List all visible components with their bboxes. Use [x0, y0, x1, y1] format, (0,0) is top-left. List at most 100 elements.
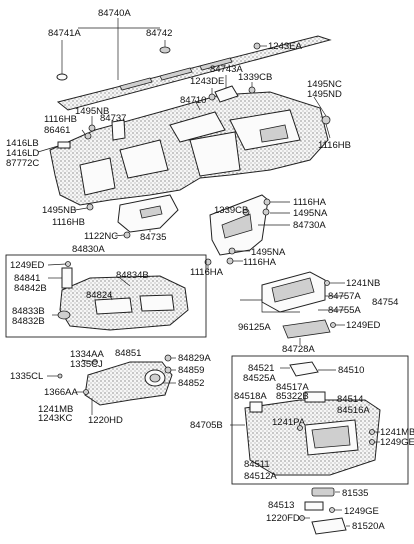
label-84833B: 84833B [12, 306, 45, 317]
label-84521: 84521 [248, 363, 274, 374]
screw-1243EA [253, 42, 261, 50]
screw-1220FD [299, 515, 305, 521]
bracket-84730A [209, 194, 269, 256]
screw-84829A [164, 354, 172, 362]
screw-1249ED-a [65, 261, 71, 267]
label-1241MB-right: 1241MB [380, 427, 414, 438]
label-84517A: 84517A [276, 382, 309, 393]
bolt-1495NB-mid [86, 203, 94, 211]
screw-1495NB-top [88, 124, 96, 132]
latch-84517A [304, 391, 326, 403]
label-1249ED-a: 1249ED [10, 260, 44, 271]
cover-81535 [311, 487, 335, 497]
label-84742: 84742 [146, 28, 172, 39]
screw-1339CB-top [248, 86, 256, 94]
label-84754: 84754 [372, 297, 398, 308]
bracket-84513 [304, 501, 324, 511]
label-84832B: 84832B [12, 316, 45, 327]
screw-84859 [164, 366, 172, 374]
label-84757A: 84757A [328, 291, 361, 302]
label-85322B: 85322B [276, 391, 309, 402]
label-1243DE: 1243DE [190, 76, 224, 87]
screw-1335CL [57, 373, 63, 379]
panel-84728A [282, 319, 331, 339]
hinge-84518A [249, 401, 263, 413]
label-1416LB: 1416LB [6, 138, 39, 149]
clip-84833B [57, 310, 71, 320]
label-84841: 84841 [14, 273, 40, 284]
label-1116HA-a: 1116HA [293, 197, 327, 208]
fastener-1416LB [57, 141, 71, 149]
bolt-1122NC [123, 231, 131, 239]
label-84859: 84859 [178, 365, 204, 376]
leader-lines [37, 18, 380, 527]
label-1249ED-b: 1249ED [346, 320, 380, 331]
label-1335CL: 1335CL [10, 371, 43, 382]
label-1220HD: 1220HD [88, 415, 123, 426]
label-1116HA-b: 1116HA [190, 267, 224, 278]
glove-box-84510 [244, 399, 381, 476]
label-1495NA-a: 1495NA [293, 208, 328, 219]
bracket-84841 [61, 267, 73, 289]
label-84834B: 84834B [116, 270, 149, 281]
bracket-84735 [117, 194, 179, 233]
screw-1241PA [297, 425, 303, 431]
label-84514: 84514 [337, 394, 363, 405]
lower-panel-84830A [59, 275, 189, 331]
label-86461: 86461 [44, 125, 70, 136]
cover-81520A [311, 517, 347, 535]
label-1495NA-b: 1495NA [251, 247, 286, 258]
label-1122NC: 1122NC [84, 231, 118, 242]
label-87772C: 87772C [6, 158, 39, 169]
label-84830A: 84830A [72, 244, 105, 255]
label-84851: 84851 [115, 348, 141, 359]
label-84737: 84737 [100, 113, 126, 124]
screw-1495NC [321, 115, 331, 125]
label-84513: 84513 [268, 500, 294, 511]
label-1116HB-a: 1116HB [44, 114, 77, 125]
label-1243KC: 1243KC [38, 413, 72, 424]
label-84525A: 84525A [243, 373, 276, 384]
label-1249GE-b: 1249GE [344, 506, 379, 517]
label-1495NC: 1495NC [307, 79, 342, 90]
label-84728A: 84728A [282, 344, 315, 355]
clip-84741A [56, 73, 68, 81]
label-84741A: 84741A [48, 28, 81, 39]
label-84755A: 84755A [328, 305, 361, 316]
screw-1241NB [324, 280, 330, 286]
label-84516A: 84516A [337, 405, 370, 416]
label-84511: 84511 [244, 459, 270, 470]
label-1495NB-top: 1495NB [75, 106, 109, 117]
label-96125A: 96125A [238, 322, 271, 333]
clip-86461 [84, 132, 92, 140]
assembly-frame-84830A [5, 254, 207, 338]
label-1249GE-a: 1249GE [380, 437, 414, 448]
label-1116HB-right: 1116HB [318, 140, 351, 151]
housing-84754 [261, 271, 326, 313]
label-1416LD: 1416LD [6, 148, 39, 159]
label-1334AA: 1334AA [70, 349, 104, 360]
label-84710: 84710 [180, 95, 206, 106]
label-84743A: 84743A [210, 64, 243, 75]
screw-1249ED-b [330, 322, 336, 328]
label-1116HA-c: 1116HA [243, 257, 277, 268]
label-81535: 81535 [342, 488, 368, 499]
lock-84521 [289, 361, 319, 377]
label-1241PA: 1241PA [272, 417, 306, 428]
screw-1249GE-b [329, 507, 335, 513]
side-cover-84851 [84, 361, 173, 406]
label-1339CB-top: 1339CB [238, 72, 272, 83]
screw-1334AA [92, 359, 98, 365]
label-1339CB-mid: 1339CB [214, 205, 248, 216]
screw-1243DE [208, 93, 216, 101]
label-84842B: 84842B [14, 283, 47, 294]
label-81520A: 81520A [352, 521, 385, 532]
clip-84742 [159, 46, 171, 54]
label-84730A: 84730A [293, 220, 326, 231]
label-1366AA: 1366AA [44, 387, 78, 398]
bolt-1339CB-mid [242, 208, 250, 216]
bolt-1495NA-b [228, 247, 236, 255]
assembly-frame-84510 [231, 355, 409, 485]
bolt-1116HA-a [263, 198, 271, 206]
